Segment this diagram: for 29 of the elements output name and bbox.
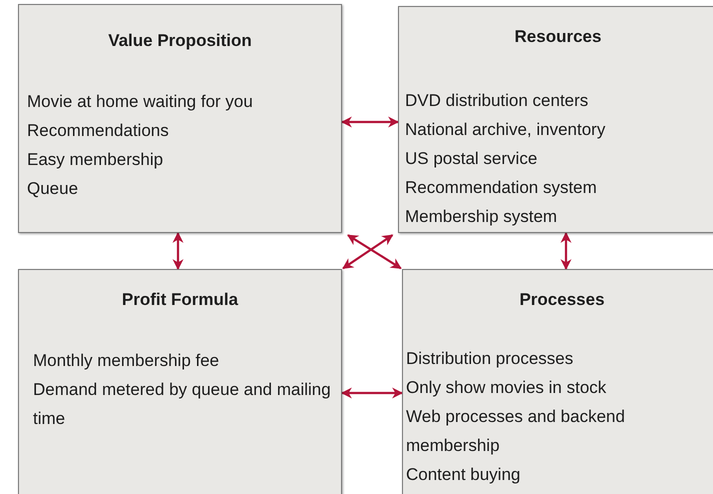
content-box	[402, 269, 713, 494]
double-arrow	[340, 116, 400, 128]
list-item: Membership system	[405, 206, 558, 228]
list-item: Demand metered by queue and mailing time	[33, 379, 332, 430]
list-item: DVD distribution centers	[405, 90, 590, 112]
list-item: Recommendation system	[405, 177, 598, 199]
list-item: US postal service	[405, 148, 538, 170]
box-heading: Value Proposition	[107, 31, 253, 51]
content-box	[398, 6, 713, 233]
list-item: Content buying	[406, 464, 522, 486]
list-item: Monthly membership fee	[33, 350, 220, 372]
box-heading: Processes	[518, 290, 606, 310]
list-item: Web processes and backend membership	[406, 406, 626, 457]
double-arrow	[342, 234, 394, 270]
double-arrow	[560, 232, 572, 270]
box-heading: Profit Formula	[120, 290, 240, 310]
double-arrow	[340, 388, 404, 398]
list-item: Queue	[27, 178, 80, 200]
content-box	[18, 269, 342, 494]
list-item: Only show movies in stock	[406, 377, 608, 399]
list-item: Distribution processes	[406, 348, 574, 370]
list-item: Movie at home waiting for you	[27, 91, 254, 113]
content-box	[18, 4, 342, 233]
list-item: Recommendations	[27, 120, 170, 142]
double-arrow	[172, 232, 184, 270]
double-arrow	[347, 234, 402, 270]
list-item: Easy membership	[27, 149, 164, 171]
list-item: National archive, inventory	[405, 119, 606, 141]
box-heading: Resources	[514, 27, 602, 47]
